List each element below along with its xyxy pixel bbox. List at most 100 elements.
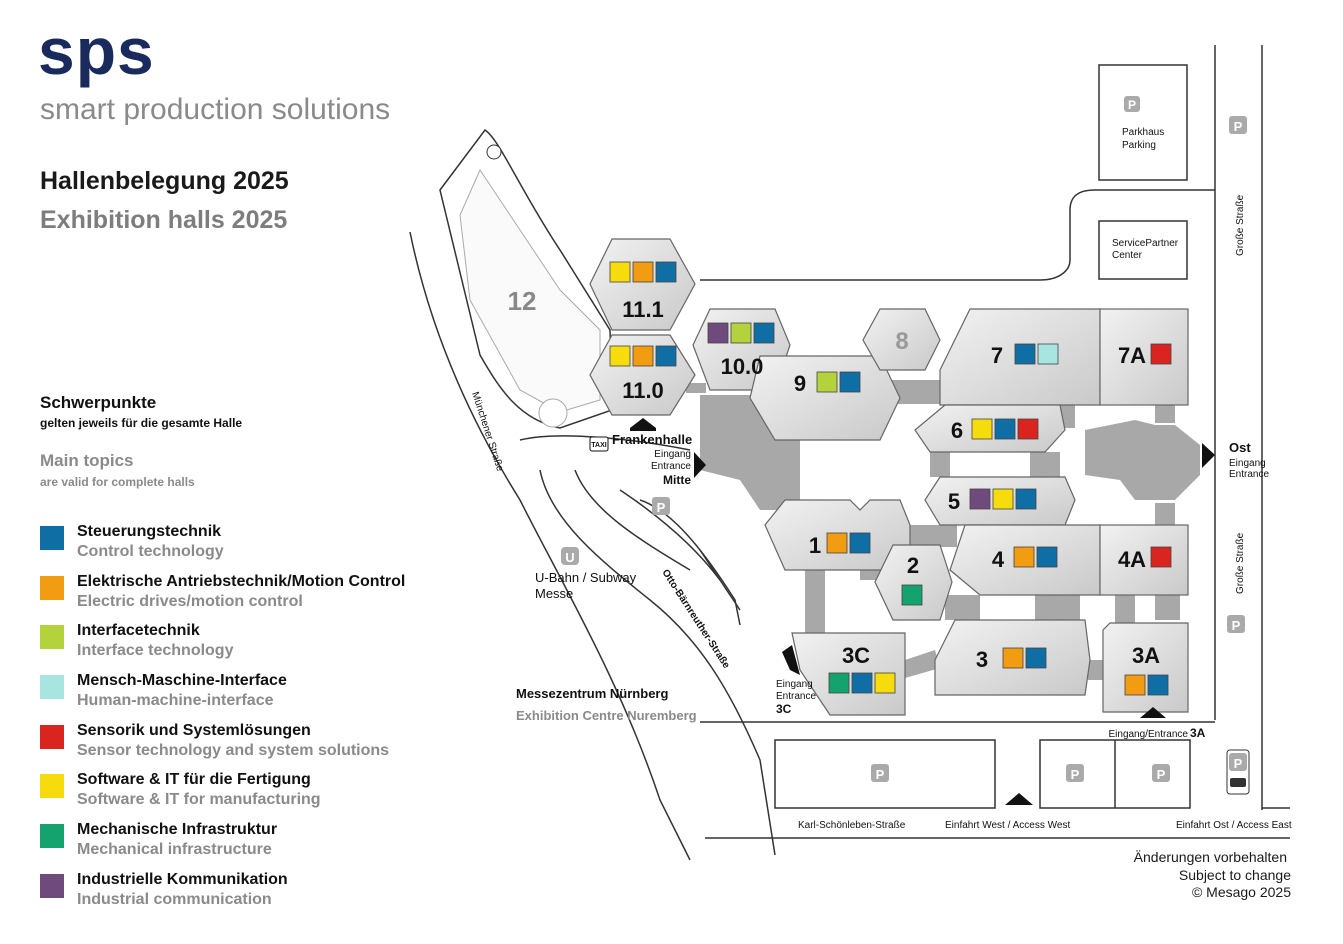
- hall-11-0-label: 11.0: [622, 378, 664, 403]
- legend-label-de: Mechanische Infrastruktur: [77, 821, 278, 838]
- parkhaus-building: [1098, 64, 1188, 181]
- subway-icon: [561, 547, 579, 565]
- parking-sign-icon: [1229, 753, 1247, 771]
- parking-sign-icon: [1066, 764, 1084, 782]
- svg-text:P: P: [657, 500, 666, 515]
- servicepartner-label-2: Center: [1112, 250, 1143, 261]
- legend-label-en: Mechanical infrastructure: [77, 841, 272, 858]
- roundabout-marker: [486, 144, 502, 160]
- legend-item: Interfacetechnik Interface technology: [40, 622, 440, 666]
- legend-item: Mechanische Infrastruktur Mechanical inf…: [40, 821, 440, 865]
- svg-text:P: P: [1234, 119, 1243, 134]
- legend-item: Industrielle Kommunikation Industrial co…: [40, 871, 440, 915]
- legend-item: Mensch-Maschine-Interface Human-machine-…: [40, 672, 440, 716]
- swatch-software-it: [40, 774, 64, 798]
- swatch-hmi: [40, 675, 64, 699]
- page-title-de: Hallenbelegung 2025: [40, 167, 289, 195]
- hall-3-label: 3: [976, 647, 988, 672]
- taxi-icon-label: TAXI: [591, 442, 606, 449]
- einfahrt-west-label: Einfahrt West / Access West: [945, 820, 1070, 831]
- eingang-3a-code: 3A: [1190, 726, 1206, 740]
- page-title-en: Exhibition halls 2025: [40, 206, 288, 234]
- swatch-electric-drives: [40, 576, 64, 600]
- hall-2-label: 2: [907, 553, 919, 578]
- legend-label-de: Interfacetechnik: [77, 622, 200, 639]
- parkhaus-label-en: Parking: [1122, 140, 1156, 151]
- muenchener-strasse-label: Münchener Straße: [469, 391, 505, 474]
- entrance-arrow-3c: [782, 645, 800, 675]
- hall-12-label: 12: [508, 286, 537, 316]
- legend-item: Sensorik und Systemlösungen Sensor techn…: [40, 722, 440, 766]
- svg-text:P: P: [1128, 98, 1136, 112]
- otto-strasse-label: Otto-Bärnreuther-Straße: [659, 568, 731, 671]
- grosse-strasse-label-bottom: Große Straße: [1235, 532, 1246, 594]
- swatch-interface-technology: [40, 625, 64, 649]
- hall-numbers: 12 11.1 11.0 10.0 9 8 7 7A 6 5 1 2 4 4A …: [508, 286, 1161, 672]
- hall-8-label: 8: [895, 328, 908, 355]
- legend-label-en: Industrial communication: [77, 891, 272, 908]
- frankenhalle-label: Frankenhalle: [612, 432, 692, 447]
- servicepartner-label-1: ServicePartner: [1112, 238, 1179, 249]
- ost-entrance-label: Entrance: [1229, 469, 1269, 480]
- eingang-3a-label: Eingang/Entrance: [1108, 729, 1188, 740]
- entrance-arrow-ost: [1202, 443, 1215, 468]
- einfahrt-ost-label: Einfahrt Ost / Access East: [1176, 820, 1292, 831]
- parking-sign-icon: [1229, 116, 1247, 134]
- karl-strasse-label: Karl-Schönleben-Straße: [798, 820, 906, 831]
- bus-icon: [1230, 778, 1246, 787]
- legend-label-en: Control technology: [77, 543, 224, 560]
- legend-label-en: Electric drives/motion control: [77, 593, 303, 610]
- parking-sign-icon: [871, 764, 889, 782]
- entrance-arrow-3a: [1140, 707, 1166, 718]
- hall-4-label: 4: [992, 547, 1005, 572]
- parking-sign-icon: [652, 497, 670, 515]
- svg-text:P: P: [1232, 618, 1241, 633]
- swatch-control-technology: [40, 526, 64, 550]
- parking-signs: P P P P P P P P: [652, 96, 1250, 795]
- messe-label: Messe: [535, 586, 573, 601]
- hall-7a-label: 7A: [1118, 343, 1146, 368]
- entrance-arrow-mitte: [694, 452, 706, 478]
- entrance-markers: [630, 418, 1215, 805]
- footer-line-2: Subject to change: [1178, 867, 1291, 883]
- legend-label-en: Software & IT for manufacturing: [77, 791, 321, 808]
- parking-sign-icon: [1124, 96, 1140, 112]
- hall-10-0-label: 10.0: [721, 354, 764, 379]
- hall-3c-label: 3C: [842, 643, 870, 668]
- eingang-3c-label: Eingang: [776, 679, 813, 690]
- legend-label-en: Sensor technology and system solutions: [77, 742, 390, 759]
- legend-item: Steuerungstechnik Control technology: [40, 523, 440, 567]
- road-lines: [409, 45, 1290, 861]
- swatch-industrial-communication: [40, 874, 64, 898]
- svg-text:P: P: [1071, 767, 1080, 782]
- mitte-eingang-label: Eingang: [654, 449, 691, 460]
- footer-line-1: Änderungen vorbehalten: [1133, 849, 1287, 865]
- svg-text:P: P: [1234, 756, 1243, 771]
- ost-label: Ost: [1229, 440, 1251, 455]
- hall-3a-label: 3A: [1132, 643, 1160, 668]
- logo-tagline: smart production solutions: [40, 93, 391, 126]
- hall-12-shape: [459, 168, 601, 413]
- legend-label-en: Human-machine-interface: [77, 692, 274, 709]
- topics-title-en: Main topics: [40, 451, 134, 470]
- ubahn-label: U-Bahn / Subway: [535, 570, 637, 585]
- hall-12-rotunda: [538, 398, 568, 428]
- hall-5-label: 5: [948, 489, 960, 514]
- mitte-entrance-label: Entrance: [651, 461, 691, 472]
- centre-label-en: Exhibition Centre Nuremberg: [516, 708, 697, 723]
- parking-sign-icon: [1152, 764, 1170, 782]
- legend-label-de: Steuerungstechnik: [77, 523, 222, 540]
- entrance-arrow-frankenhalle: [630, 418, 656, 431]
- hall-9-label: 9: [794, 371, 806, 396]
- topics-subtitle-de: gelten jeweils für die gesamte Halle: [40, 416, 243, 430]
- hall-4a-label: 4A: [1118, 547, 1146, 572]
- swatch-sensor-technology: [40, 725, 64, 749]
- legend-label-en: Interface technology: [77, 642, 234, 659]
- centre-label-de: Messezentrum Nürnberg: [516, 686, 668, 701]
- hall-11-1-label: 11.1: [622, 297, 664, 322]
- servicepartner-building: [1098, 220, 1188, 280]
- taxi-icon: [589, 436, 609, 452]
- grosse-strasse-label-top: Große Straße: [1235, 194, 1246, 256]
- svg-text:P: P: [876, 767, 885, 782]
